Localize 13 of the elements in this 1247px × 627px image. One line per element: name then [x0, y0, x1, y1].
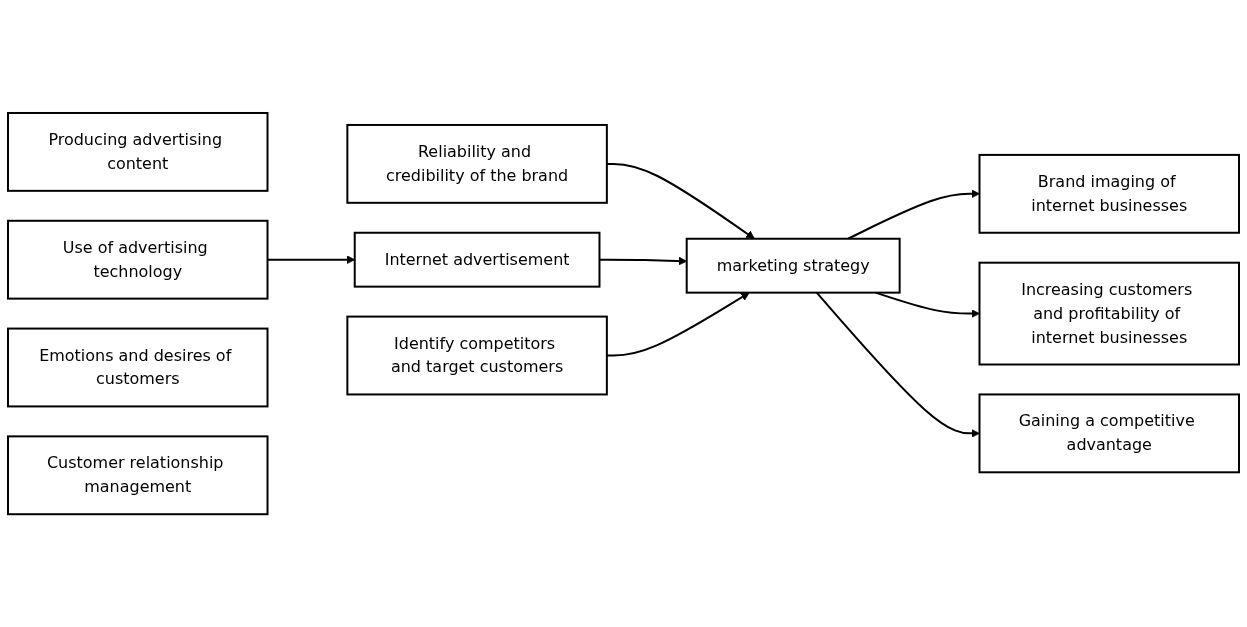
node-box: Emotions and desires of customers [7, 327, 269, 408]
arrow [847, 189, 980, 240]
node-box: marketing strategy [685, 237, 901, 294]
node-box: Customer relationship management [7, 435, 269, 516]
node-box: Producing advertising content [7, 111, 269, 192]
node-box: Use of advertising technology [7, 219, 269, 300]
node-box: Identify competitors and target customers [346, 315, 608, 396]
node-box: Gaining a competitive advantage [978, 393, 1240, 474]
node-box: Reliability and credibility of the brand [346, 123, 608, 204]
arrow [815, 291, 980, 438]
node-box: Increasing customers and profitability of internet businesses [978, 261, 1240, 366]
node-box: Internet advertisement [353, 231, 601, 288]
node-box: Brand imaging of internet businesses [978, 153, 1240, 234]
